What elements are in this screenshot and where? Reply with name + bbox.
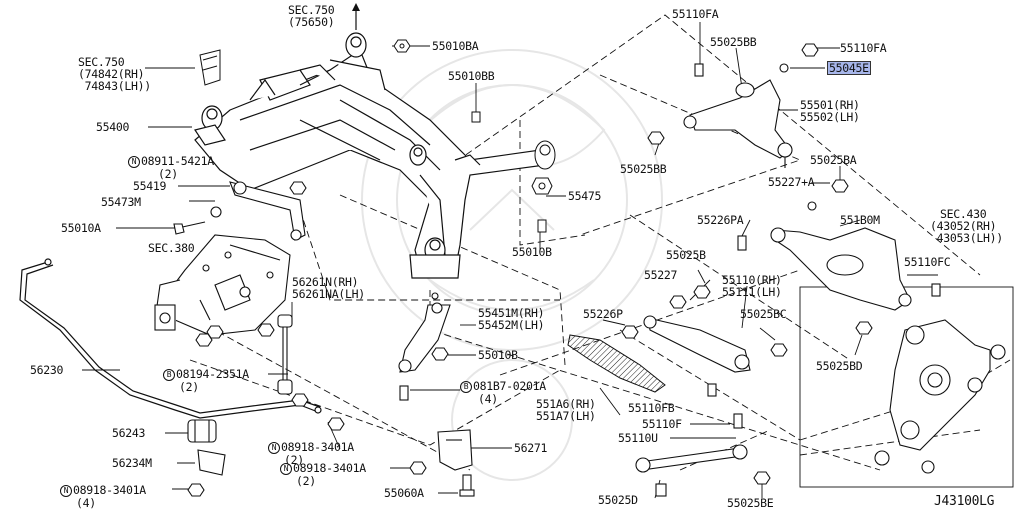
diagram-code: J43100LG <box>934 494 995 509</box>
label-56243: 56243 <box>112 426 146 440</box>
label-55025D: 55025D <box>598 493 638 507</box>
label-sec430: SEC.430(43052(RH) 43053(LH)) <box>930 207 1003 245</box>
label-55010B-mid: 55010B <box>478 348 518 362</box>
label-551B0M: 551B0M <box>840 213 880 227</box>
label-55110FC: 55110FC <box>904 255 951 269</box>
label-55025BA: 55025BA <box>810 153 857 167</box>
rear-suspension-member <box>194 32 546 279</box>
label-55419: 55419 <box>133 179 167 193</box>
n-symbol-icon: N <box>128 156 140 168</box>
differential-unit <box>154 234 291 347</box>
lower-link-55451M <box>398 292 451 401</box>
bracket-56271 <box>409 429 475 497</box>
label-55110: 55110(RH)55111(LH) <box>722 273 782 299</box>
lower-arm-551B0M <box>737 227 941 335</box>
link-55110U <box>635 413 771 497</box>
watermark-emblem <box>361 49 663 481</box>
label-55473M: 55473M <box>101 195 141 209</box>
n-symbol-icon: N <box>268 442 280 454</box>
label-55010BB: 55010BB <box>448 69 495 83</box>
upper-link-55501 <box>647 43 849 211</box>
label-56261N: 56261N(RH)56261NA(LH) <box>292 275 365 301</box>
label-sec380: SEC.380 <box>148 241 195 255</box>
link-rod-55419 <box>173 181 307 241</box>
label-55060A: 55060A <box>384 486 424 500</box>
stabilizer-bar <box>19 258 322 419</box>
fastener-icons <box>199 39 556 233</box>
n-symbol-icon: N <box>280 463 292 475</box>
stabilizer-connecting-rod <box>257 314 345 431</box>
solid-leaders <box>82 22 1014 499</box>
label-56230: 56230 <box>30 363 64 377</box>
label-551A6: 551A6(RH)551A7(LH) <box>536 397 596 423</box>
label-55010BA: 55010BA <box>432 39 479 53</box>
label-55025BD: 55025BD <box>816 359 863 373</box>
label-55025BE: 55025BE <box>727 496 774 510</box>
label-sec750-top: SEC.750(75650) <box>288 3 335 29</box>
label-55475: 55475 <box>568 189 602 203</box>
label-55110F: 55110F <box>642 417 682 431</box>
label-55045E-highlighted[interactable]: 55045E <box>827 61 871 75</box>
label-55501: 55501(RH)55502(LH) <box>800 98 860 124</box>
link-55110 <box>621 285 788 397</box>
label-55010B-top: 55010B <box>512 245 552 259</box>
axle-housing <box>874 319 1006 474</box>
label-56271: 56271 <box>514 441 548 455</box>
label-55110U: 55110U <box>618 431 658 445</box>
label-55025B: 55025B <box>666 248 706 262</box>
label-sec750-left: SEC.750(74842(RH) 74843(LH)) <box>78 55 151 93</box>
label-55025BB-left: 55025BB <box>620 162 667 176</box>
label-55451M: 55451M(RH)55452M(LH) <box>478 306 545 332</box>
b-symbol-icon: B <box>163 369 175 381</box>
label-55110FB: 55110FB <box>628 401 675 415</box>
label-55227: 55227 <box>644 268 678 282</box>
label-55227A: 55227+A <box>768 175 815 189</box>
label-55226P: 55226P <box>583 307 623 321</box>
bracket-551A6 <box>567 334 666 393</box>
label-55110FA-top: 55110FA <box>672 7 719 21</box>
label-55010A: 55010A <box>61 221 101 235</box>
label-56234M: 56234M <box>112 456 152 470</box>
label-55226PA: 55226PA <box>697 213 744 227</box>
b-symbol-icon: B <box>460 381 472 393</box>
stabilizer-bushing <box>187 419 226 497</box>
label-55400: 55400 <box>96 120 130 134</box>
arrow-up-icon <box>352 3 360 30</box>
n-symbol-icon: N <box>60 485 72 497</box>
label-55110FA-right: 55110FA <box>840 41 887 55</box>
label-55025BC: 55025BC <box>740 307 787 321</box>
label-55025BB-top: 55025BB <box>710 35 757 49</box>
